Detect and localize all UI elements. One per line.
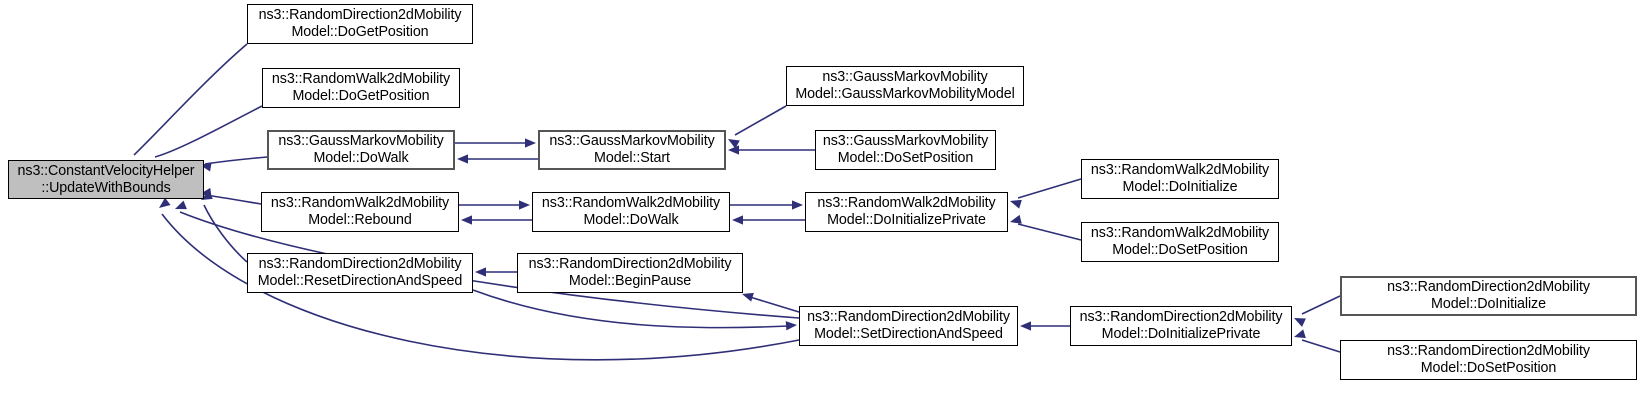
graph-node-label: ns3::RandomDirection2dMobility Model::Do… xyxy=(1387,279,1590,312)
graph-node-label: ns3::RandomWalk2dMobility Model::Rebound xyxy=(270,195,450,228)
graph-node-rd-doinitializeprivate[interactable]: ns3::RandomDirection2dMobility Model::Do… xyxy=(1070,306,1292,346)
graph-node-rw-dowalk[interactable]: ns3::RandomWalk2dMobility Model::DoWalk xyxy=(532,192,730,232)
call-edge xyxy=(204,194,262,205)
graph-node-rd-resetdirectionandspeed[interactable]: ns3::RandomDirection2dMobility Model::Re… xyxy=(247,253,473,293)
edge-arrowhead xyxy=(461,215,472,225)
graph-node-label: ns3::RandomDirection2dMobility Model::Re… xyxy=(257,256,463,289)
edge-arrowhead xyxy=(475,267,486,277)
call-edge xyxy=(1301,339,1341,353)
graph-node-gm-dosetposition[interactable]: ns3::GaussMarkovMobility Model::DoSetPos… xyxy=(815,130,996,170)
graph-node-gm-ctor[interactable]: ns3::GaussMarkovMobility Model::GaussMar… xyxy=(786,66,1024,106)
graph-node-root: ns3::ConstantVelocityHelper ::UpdateWith… xyxy=(8,160,204,199)
edge-arrowhead xyxy=(732,215,743,225)
edge-arrowhead xyxy=(159,197,171,208)
edge-arrowhead xyxy=(175,200,187,210)
call-edge xyxy=(203,204,248,263)
graph-node-gm-dowalk[interactable]: ns3::GaussMarkovMobility Model::DoWalk xyxy=(267,130,455,170)
call-edge xyxy=(749,296,800,313)
graph-node-rw-rebound[interactable]: ns3::RandomWalk2dMobility Model::Rebound xyxy=(261,192,459,232)
graph-node-label: ns3::GaussMarkovMobility Model::DoWalk xyxy=(278,133,444,166)
graph-node-label: ns3::RandomDirection2dMobility Model::Se… xyxy=(807,309,1010,342)
graph-node-label: ns3::RandomWalk2dMobility Model::DoGetPo… xyxy=(271,71,451,104)
edge-arrowhead xyxy=(728,145,739,155)
call-edge xyxy=(472,289,790,329)
call-edge xyxy=(204,156,268,165)
edge-arrowhead xyxy=(525,138,536,148)
graph-node-rw-dogetposition[interactable]: ns3::RandomWalk2dMobility Model::DoGetPo… xyxy=(262,68,460,108)
edge-arrowhead xyxy=(792,200,803,210)
graph-node-rw-dosetposition[interactable]: ns3::RandomWalk2dMobility Model::DoSetPo… xyxy=(1081,222,1279,262)
call-edge xyxy=(1017,178,1082,199)
graph-node-label: ns3::RandomDirection2dMobility Model::Be… xyxy=(528,256,732,289)
graph-node-rd-setdirectionandspeed[interactable]: ns3::RandomDirection2dMobility Model::Se… xyxy=(799,306,1018,346)
graph-node-rd-dogetposition[interactable]: ns3::RandomDirection2dMobility Model::Do… xyxy=(247,4,473,44)
graph-node-label: ns3::GaussMarkovMobility Model::Start xyxy=(549,133,715,166)
graph-node-label: ns3::GaussMarkovMobility Model::GaussMar… xyxy=(795,69,1015,102)
graph-node-label: ns3::RandomDirection2dMobility Model::Do… xyxy=(1387,343,1590,376)
graph-node-label: ns3::RandomWalk2dMobility Model::DoSetPo… xyxy=(1090,225,1270,258)
edge-arrowhead xyxy=(1010,199,1022,209)
graph-node-rw-doinitializeprivate[interactable]: ns3::RandomWalk2dMobility Model::DoIniti… xyxy=(805,192,1008,232)
edge-arrowhead xyxy=(1020,321,1031,331)
graph-node-rw-doinitialize[interactable]: ns3::RandomWalk2dMobility Model::DoIniti… xyxy=(1081,159,1279,199)
graph-node-label: ns3::RandomWalk2dMobility Model::DoWalk xyxy=(541,195,721,228)
edge-arrowhead xyxy=(519,200,530,210)
graph-node-rd-doinitialize[interactable]: ns3::RandomDirection2dMobility Model::Do… xyxy=(1340,276,1637,316)
edge-arrowhead xyxy=(1010,214,1022,224)
edge-arrowhead xyxy=(457,154,468,164)
call-edge xyxy=(133,43,248,156)
call-edge xyxy=(1017,223,1082,241)
graph-node-rd-beginpause[interactable]: ns3::RandomDirection2dMobility Model::Be… xyxy=(517,253,743,293)
call-edge xyxy=(154,105,263,158)
edge-arrowhead xyxy=(1294,318,1306,327)
graph-node-label: ns3::ConstantVelocityHelper ::UpdateWith… xyxy=(17,162,195,196)
call-edge xyxy=(1301,295,1341,315)
graph-node-label: ns3::RandomWalk2dMobility Model::DoIniti… xyxy=(1090,162,1270,195)
graph-node-label: ns3::GaussMarkovMobility Model::DoSetPos… xyxy=(822,133,989,166)
edge-arrowhead xyxy=(1294,329,1306,339)
edge-arrowhead xyxy=(728,139,740,149)
graph-node-label: ns3::RandomDirection2dMobility Model::Do… xyxy=(1079,309,1283,342)
graph-node-label: ns3::RandomDirection2dMobility Model::Do… xyxy=(258,7,462,40)
edge-arrowhead xyxy=(785,321,797,331)
graph-node-gm-start[interactable]: ns3::GaussMarkovMobility Model::Start xyxy=(538,130,726,170)
call-edge xyxy=(734,105,787,136)
graph-node-label: ns3::RandomWalk2dMobility Model::DoIniti… xyxy=(817,195,996,228)
graph-node-rd-dosetposition[interactable]: ns3::RandomDirection2dMobility Model::Do… xyxy=(1340,340,1637,380)
